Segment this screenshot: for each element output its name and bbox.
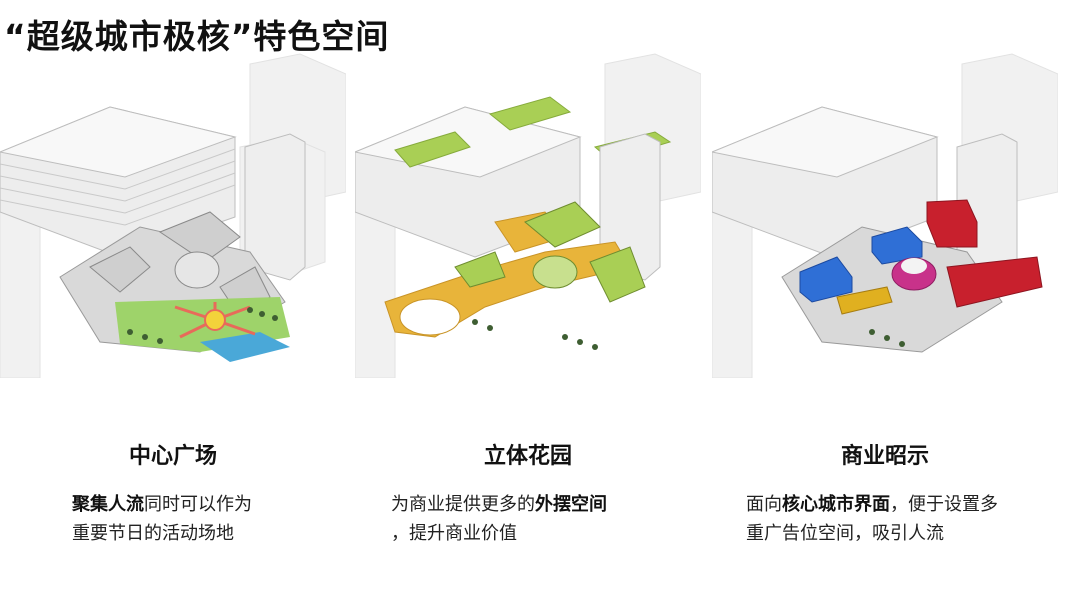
panel-central-plaza-image <box>0 52 346 378</box>
page-title: “超级城市极核”特色空间 <box>4 10 389 58</box>
desc-line-1: 为商业提供更多的外摆空间 <box>391 490 701 519</box>
desc-bold: 外摆空间 <box>535 494 607 515</box>
desc-rest: ，便于设置多 <box>890 494 998 515</box>
caption-commercial-display: 商业昭示 面向核心城市界面，便于设置多 重广告位空间，吸引人流 <box>712 438 1058 548</box>
caption-central-plaza: 中心广场 聚集人流同时可以作为 重要节日的活动场地 <box>0 438 346 548</box>
desc-vertical-garden: 为商业提供更多的外摆空间 ，提升商业价值 <box>355 490 701 548</box>
desc-line-1: 聚集人流同时可以作为 <box>72 490 346 519</box>
panel-vertical-garden-image <box>355 52 701 378</box>
trees <box>472 319 598 350</box>
desc-line-2: 重广告位空间，吸引人流 <box>746 519 1058 548</box>
heading-central-plaza: 中心广场 <box>0 438 346 470</box>
desc-line-2: 重要节日的活动场地 <box>72 519 346 548</box>
desc-rest: 同时可以作为 <box>144 494 252 515</box>
desc-pre: 面向 <box>746 494 782 515</box>
desc-central-plaza: 聚集人流同时可以作为 重要节日的活动场地 <box>0 490 346 548</box>
desc-pre: 为商业提供更多的 <box>391 494 535 515</box>
desc-line-1: 面向核心城市界面，便于设置多 <box>746 490 1058 519</box>
panel-commercial-display-image <box>712 52 1058 378</box>
desc-bold: 聚集人流 <box>72 494 144 515</box>
green-plaza <box>115 297 290 362</box>
desc-bold: 核心城市界面 <box>782 494 890 515</box>
desc-commercial-display: 面向核心城市界面，便于设置多 重广告位空间，吸引人流 <box>712 490 1058 548</box>
heading-commercial-display: 商业昭示 <box>712 438 1058 470</box>
heading-vertical-garden: 立体花园 <box>355 438 701 470</box>
desc-line-2: ，提升商业价值 <box>391 519 701 548</box>
caption-vertical-garden: 立体花园 为商业提供更多的外摆空间 ，提升商业价值 <box>355 438 701 548</box>
